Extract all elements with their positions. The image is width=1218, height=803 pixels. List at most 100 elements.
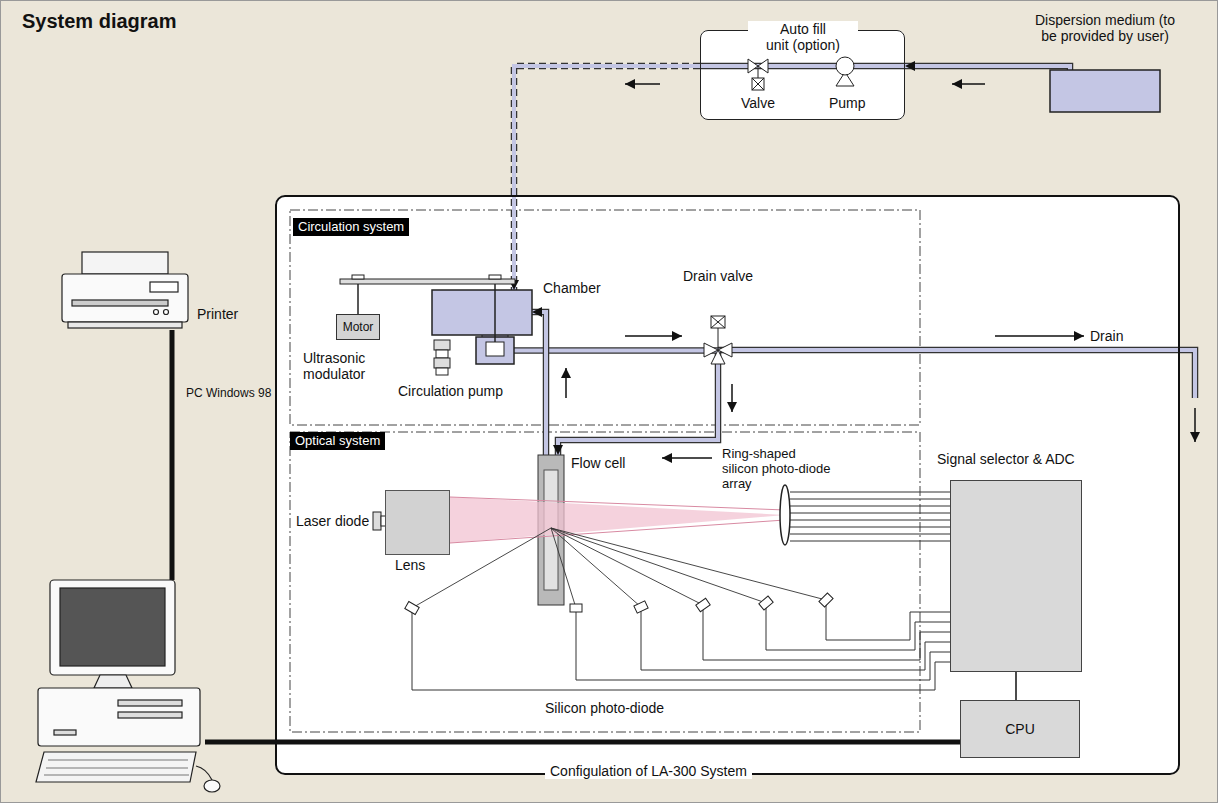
cable-line	[1015, 672, 1017, 700]
medium-tank: Dispersion medium (to be provided by use…	[1050, 70, 1160, 112]
flow-pipe	[532, 312, 546, 455]
node-text: Printer	[197, 306, 238, 322]
valve-symbol	[748, 59, 768, 90]
part-label: Drain valve	[683, 268, 753, 284]
valve-symbol	[752, 78, 764, 90]
dispersion-tank	[1050, 70, 1160, 112]
part-label: Ultrasonic modulator	[303, 350, 383, 382]
scatter-line	[551, 528, 576, 608]
flow-arrow	[1194, 408, 1196, 442]
subsystem-region: Motor ChamberCirculation pump Circulation …	[290, 210, 920, 425]
ring-photo-diode-array	[780, 485, 790, 545]
printer-drawing	[72, 300, 168, 306]
processor-box: CPU	[960, 700, 1080, 758]
drain-valve-symbol	[711, 316, 725, 328]
part-label: Pump	[829, 95, 866, 111]
pipe-fluid	[905, 66, 1070, 84]
scatter-line	[412, 528, 826, 608]
computer-drawing	[94, 675, 132, 688]
printer-drawing	[68, 322, 182, 328]
drain-valve-symbol	[704, 316, 732, 364]
computer-drawing	[60, 588, 165, 666]
part-label: Ring-shaped silicon photo-diode array	[722, 446, 834, 491]
flow-arrow	[995, 335, 1084, 337]
flow-cell: Flow cell	[538, 455, 564, 605]
node-text: Auto fill unit (option)	[748, 21, 858, 53]
chamber: Chamber	[432, 290, 532, 335]
ring-photo-diode-array	[780, 485, 790, 545]
signal-cable	[172, 330, 173, 580]
motor-belt	[357, 284, 359, 314]
pump-symbol	[836, 57, 854, 86]
pipe	[700, 63, 905, 70]
subsystem-region: Lens Flow cell Optical system	[290, 432, 920, 732]
printer-drawing	[154, 310, 159, 315]
subsystem-outline	[290, 432, 920, 732]
flow-arrow	[625, 83, 660, 85]
computer-drawing	[204, 780, 220, 792]
flow-pipe	[514, 66, 700, 290]
node-text: Circulation system	[293, 218, 409, 236]
motor-belt	[352, 275, 364, 279]
subsystem-outline	[290, 210, 920, 732]
unit-box: Auto fill unit (option)	[700, 30, 905, 120]
signal-wire	[826, 604, 950, 640]
laser-beam	[450, 497, 785, 543]
dispersion-tank	[1050, 70, 1160, 112]
pipe-wall	[532, 312, 546, 455]
node-text: CPU	[1005, 721, 1035, 737]
motor-box: Motor	[336, 314, 380, 340]
signal-wire	[412, 492, 950, 690]
node-text: Optical system	[290, 432, 385, 450]
signal-cable	[1016, 672, 1017, 700]
node-text: Flow cell	[571, 455, 625, 471]
ultrasonic-stack	[436, 350, 448, 358]
flow-arrow	[731, 384, 733, 412]
flow-arrow	[565, 368, 567, 398]
flow-pipe	[905, 66, 1070, 84]
subsystem-outline	[290, 210, 920, 425]
pipe	[700, 64, 905, 68]
flow-arrow	[625, 335, 682, 337]
node-text: Lens	[395, 557, 425, 573]
node-text: Signal selector & ADC	[937, 451, 1075, 467]
printer-drawing	[62, 274, 188, 322]
laser-beam	[450, 520, 785, 543]
lens-box: Lens	[385, 490, 450, 555]
ultrasonic-stack	[434, 358, 450, 368]
signal-wire	[790, 492, 950, 541]
part-label: Laser diode	[296, 513, 369, 529]
flow-arrow	[952, 83, 985, 85]
photo-diode-symbol	[570, 604, 582, 612]
pipe	[718, 350, 1195, 398]
computer-drawing	[50, 580, 175, 675]
node-text: Chamber	[543, 280, 601, 296]
photo-diode-symbol	[634, 601, 648, 613]
part-label: Silicon photo-diode	[545, 700, 664, 716]
motor-belt	[489, 275, 501, 279]
printer-drawing	[82, 252, 168, 274]
printer-drawing	[62, 252, 188, 328]
pc-device: PC Windows 98	[35, 580, 205, 785]
pipe-fluid	[532, 312, 546, 455]
computer-drawing	[118, 712, 182, 718]
part-label: Valve	[741, 95, 775, 111]
signal-wire	[412, 612, 950, 690]
computer-drawing	[196, 766, 212, 780]
computer-drawing	[36, 580, 220, 792]
part-label: Drain	[1090, 328, 1123, 344]
valve-symbol	[758, 66, 759, 78]
node-text: Configulation of LA-300 System	[545, 763, 752, 779]
drain-valve-symbol	[718, 328, 719, 350]
node-text: Circulation pump	[398, 383, 503, 399]
photo-diode-symbol	[696, 598, 710, 611]
signal-wire	[576, 612, 950, 680]
ultrasonic-stack	[434, 340, 450, 350]
laser-diode-symbol	[373, 512, 381, 530]
pipe-wall	[514, 66, 700, 290]
diagram-title: System diagram	[22, 10, 177, 33]
